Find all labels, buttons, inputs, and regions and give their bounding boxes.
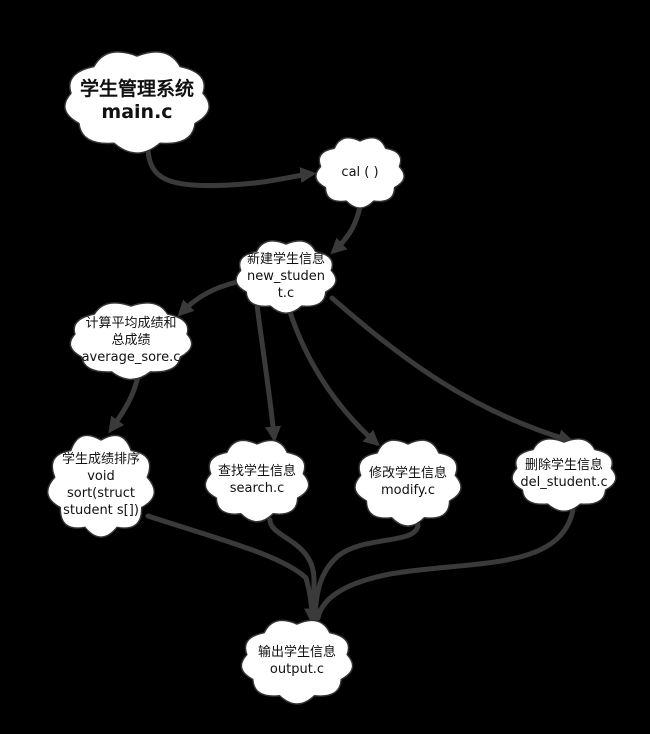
cloud-outline — [354, 439, 462, 527]
node-average-line-1: 计算平均成绩和 — [85, 315, 177, 331]
node-cal: cal ( ) — [315, 137, 405, 209]
cloud-outline — [204, 439, 310, 523]
cloud-shape — [354, 439, 462, 527]
node-average-line-3: average_sore.c — [81, 349, 181, 365]
node-average: 计算平均成绩和 总成绩 average_sore.c — [69, 302, 193, 381]
node-output-line-2: output.c — [269, 662, 325, 677]
node-modify: 修改学生信息 modify.c — [354, 439, 462, 527]
node-average-line-2: 总成绩 — [111, 332, 151, 348]
cloud-outline — [240, 619, 354, 705]
cloud-shape — [47, 434, 155, 538]
edge-sort-to-output — [145, 513, 320, 625]
node-sort: 学生成绩排序 void sort(struct student s[]) — [47, 434, 155, 538]
edge-new-student-to-average — [177, 279, 240, 317]
node-new-student-line-1: 新建学生信息 — [246, 251, 325, 267]
node-main-line-1: 学生管理系统 — [79, 78, 194, 100]
node-sort-line-3: sort(struct — [67, 486, 135, 501]
node-output: 输出学生信息 output.c — [240, 619, 354, 705]
node-sort-line-4: student s[]) — [63, 503, 139, 518]
node-modify-line-1: 修改学生信息 — [368, 466, 447, 481]
node-output-line-1: 输出学生信息 — [257, 645, 336, 660]
node-sort-line-2: void — [87, 469, 115, 484]
cloud-shape — [511, 438, 617, 513]
node-search: 查找学生信息 search.c — [204, 439, 310, 523]
node-main: 学生管理系统 main.c — [64, 51, 210, 154]
edge-search-to-output — [267, 517, 317, 621]
cloud-outline — [69, 302, 193, 381]
cloud-shape — [204, 439, 310, 523]
node-search-line-1: 查找学生信息 — [217, 464, 296, 479]
edge-main-to-cal — [145, 147, 317, 189]
node-main-line-2: main.c — [101, 101, 173, 123]
cloud-shape — [235, 240, 337, 315]
node-new-student-line-3: t.c — [277, 285, 295, 301]
cloud-outline — [511, 438, 617, 513]
node-search-line-2: search.c — [229, 481, 285, 496]
cloud-outline — [315, 137, 405, 209]
node-modify-line-2: modify.c — [381, 483, 435, 498]
node-new-student-line-2: new_studen — [247, 268, 325, 284]
node-del: 删除学生信息 del_student.c — [511, 438, 617, 513]
node-cal-line-1: cal ( ) — [341, 164, 379, 180]
edge-del-to-output — [315, 507, 576, 621]
cloud-outline — [47, 434, 155, 538]
cloud-shape — [69, 302, 193, 381]
node-new-student: 新建学生信息 new_studen t.c — [235, 240, 337, 315]
edge-cal-to-new-student — [330, 204, 363, 255]
edge-new-student-to-del — [329, 295, 575, 445]
node-sort-line-1: 学生成绩排序 — [61, 452, 140, 467]
cloud-shape — [64, 51, 210, 154]
cloud-shape — [240, 619, 354, 705]
edge-new-student-to-modify — [287, 309, 380, 447]
cloud-outline — [64, 51, 210, 154]
node-del-line-2: del_student.c — [520, 475, 608, 490]
node-del-line-1: 删除学生信息 — [524, 458, 603, 473]
edge-modify-to-output — [312, 522, 421, 621]
cloud-shape — [315, 137, 405, 209]
cloud-outline — [235, 240, 337, 315]
edge-average-to-sort — [108, 373, 141, 434]
edge-new-student-to-search — [254, 302, 282, 443]
